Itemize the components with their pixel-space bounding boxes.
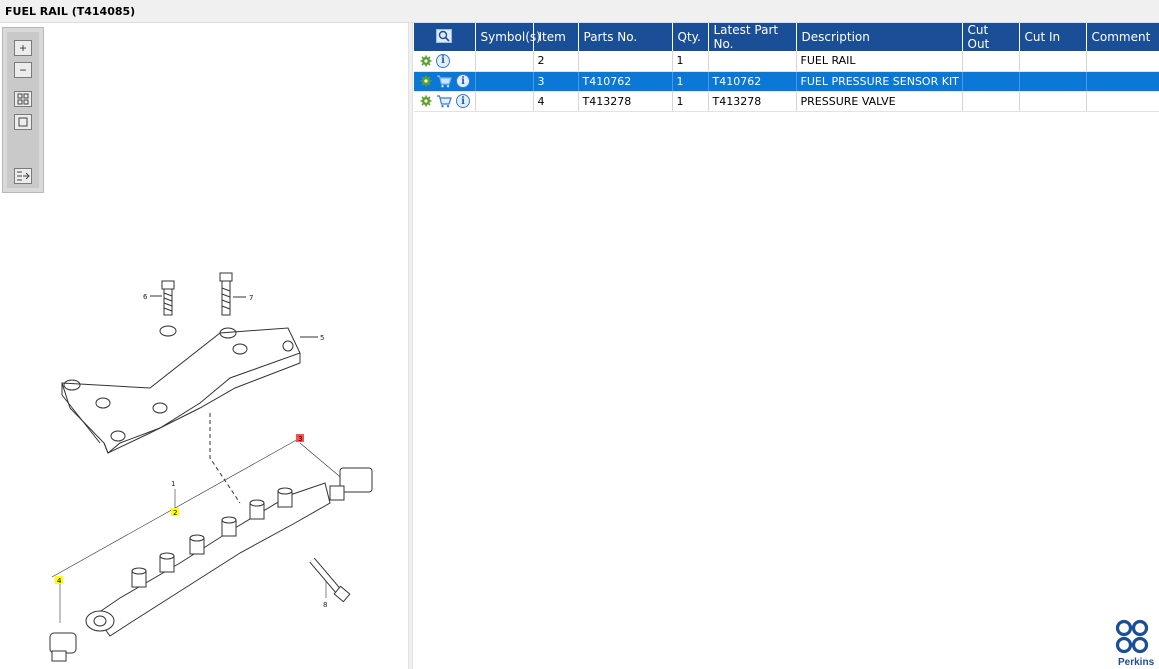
table-row-selected[interactable]: i 3 T410762 1 T410762 FUEL PRESSURE SENS… (414, 71, 1159, 92)
column-header-comment[interactable]: Comment (1086, 23, 1159, 51)
table-row[interactable]: i 4 T413278 1 T413278 PRESSURE VALVE (414, 91, 1159, 112)
column-header-symbols[interactable]: Symbol(s) (475, 23, 541, 51)
table-row[interactable]: i 2 1 FUEL RAIL (414, 51, 1159, 72)
zoom-out-icon[interactable]: − (14, 62, 32, 78)
column-header-cut-out[interactable]: Cut Out (962, 23, 1020, 51)
title-bar: FUEL RAIL (T414085) (0, 0, 1159, 23)
info-icon[interactable]: i (456, 94, 470, 108)
search-magnifier-icon (436, 28, 453, 43)
table-header: Symbol(s) Item Parts No. Qty. Latest Par… (414, 23, 1159, 51)
parts-table: Symbol(s) Item Parts No. Qty. Latest Par… (414, 23, 1159, 669)
column-header-qty[interactable]: Qty. (672, 23, 709, 51)
diagram-pane[interactable]: 6 7 5 1 8 2 3 4 + − (0, 23, 410, 669)
info-icon[interactable]: i (436, 53, 450, 68)
column-header-parts-no[interactable]: Parts No. (578, 23, 673, 51)
column-header-cut-in[interactable]: Cut In (1019, 23, 1087, 51)
callout-4-highlight[interactable] (55, 576, 63, 584)
callout-1: 1 (171, 480, 175, 488)
window-title: FUEL RAIL (T414085) (5, 5, 136, 18)
callout-2: 2 (173, 509, 177, 517)
callout-8: 8 (323, 601, 327, 609)
callout-6: 6 (143, 293, 148, 301)
perkins-emblem-icon (1115, 619, 1149, 654)
zoom-in-icon[interactable]: + (14, 40, 32, 56)
gear-icon[interactable] (420, 95, 432, 107)
gear-icon[interactable] (420, 75, 432, 87)
column-header-item[interactable]: Item (533, 23, 579, 51)
callout-3: 3 (298, 435, 302, 443)
panel-toggle-icon[interactable] (14, 168, 32, 184)
column-header-description[interactable]: Description (796, 23, 963, 51)
callout-5: 5 (320, 334, 324, 342)
fit-page-icon[interactable] (14, 91, 32, 107)
callout-4: 4 (57, 577, 62, 585)
callout-2-highlight[interactable] (171, 508, 179, 516)
gear-icon[interactable] (420, 55, 432, 67)
info-icon[interactable]: i (456, 74, 470, 88)
diagram-toolbox: + − (2, 27, 44, 193)
callout-3-highlight[interactable] (296, 434, 304, 442)
cart-icon[interactable] (436, 74, 452, 88)
callout-7: 7 (249, 294, 253, 302)
perkins-logo: Perkins (1112, 619, 1158, 668)
actual-size-icon[interactable] (14, 114, 32, 130)
cart-icon[interactable] (436, 94, 452, 108)
column-header-latest-part-no[interactable]: Latest Part No. (708, 23, 797, 51)
exploded-parts-diagram[interactable]: 6 7 5 1 8 2 3 4 (0, 23, 410, 669)
column-header-search[interactable] (414, 23, 476, 51)
pane-splitter[interactable] (408, 23, 413, 669)
brand-name: Perkins (1118, 657, 1155, 668)
